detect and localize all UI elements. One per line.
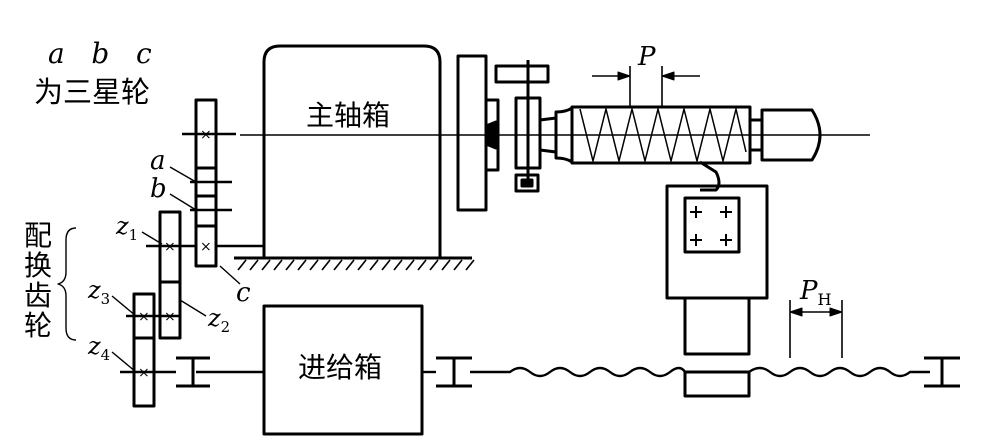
change-gear-char-1: 配 [24,219,53,252]
feed-box [262,304,424,436]
gear-b-label: b [150,174,167,204]
gear-mark-z2: × [164,309,176,325]
z2-label: z2 [208,304,231,336]
carriage [683,296,751,356]
gear-z2 [158,280,182,340]
z4-label: z4 [88,332,111,364]
thread-teeth [579,108,747,162]
cutting-tool [699,160,721,192]
gear-mark-c: × [200,239,212,255]
tool-post [665,184,769,300]
change-gear-char-4: 轮 [24,309,53,342]
three-star-label: 为三星轮 [34,75,151,109]
change-gear-label: 配 换 齿 轮 [24,222,60,342]
pitch-P-label: P [638,42,656,72]
spindle-box [262,44,442,258]
bolt-marks [690,206,732,246]
gear-mark-z4: × [138,365,150,381]
bearing-feedbox-right [436,356,472,388]
spindle-box-label: 主轴箱 [306,99,391,132]
feed-box-label: 进给箱 [298,351,383,384]
z3-label: z3 [88,276,111,308]
spindle-nose [484,120,498,150]
gear-mark-z1: × [164,239,176,255]
change-gear-char-3: 齿 [24,279,53,312]
half-nut-lower [683,370,751,398]
tailstock-body [760,108,822,162]
lead-screw [470,366,930,378]
gear-mark-z3: × [138,309,150,325]
abc-label: a b c [48,37,152,70]
bearing-right [924,356,960,388]
pitch-PH-label: PH [800,276,832,310]
chuck-flange [456,54,488,212]
gear-mark-spindle: × [200,127,212,143]
change-gear-char-2: 换 [24,249,53,282]
brace [57,227,77,341]
dog-top-plate [494,64,550,84]
dog-clamp-box [514,173,540,193]
tool-holder [683,196,741,254]
gear-c-label: c [236,278,251,308]
bearing-feedbox-left [176,356,210,388]
gear-a-label: a [150,146,166,176]
z1-label: z1 [116,212,139,244]
ground-hatch [237,259,475,271]
